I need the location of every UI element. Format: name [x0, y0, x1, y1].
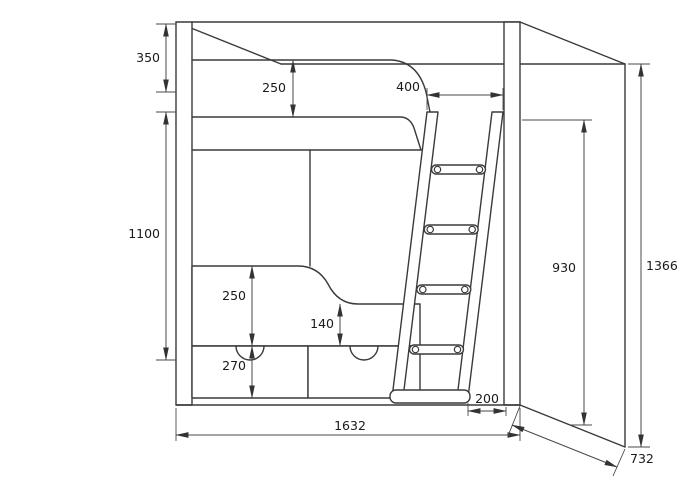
dim-lower-guard-height: 140: [310, 303, 343, 347]
dim-upper-section-height: 1100: [128, 111, 176, 361]
upper-guard-rail-top-edge: [191, 59, 431, 113]
dim-label-upper-rail-height: 250: [262, 80, 286, 95]
upper-guard-rail-bottom-edge: [191, 116, 422, 151]
rung-screw: [468, 225, 477, 234]
dim-label-lower-guard-height: 140: [310, 316, 334, 331]
drawer-front-left: [191, 345, 309, 399]
bed-structure: [175, 21, 626, 448]
top-depth-edge-left: [175, 21, 282, 65]
dim-total-height: 1366: [628, 63, 678, 448]
dim-upper-rail-height: 250: [262, 59, 296, 118]
dim-label-ladder-foot-offset: 200: [475, 391, 499, 406]
bottom-depth-edge-right: [519, 404, 626, 448]
left-side-panel: [175, 21, 193, 406]
ladder: [389, 111, 504, 404]
dim-ladder-width: 400: [396, 79, 504, 110]
ladder-rung-2: [423, 224, 479, 235]
drawer-left-front-panel: [191, 345, 309, 399]
ladder-right-rail: [456, 111, 504, 399]
dim-drawer-height: 270: [222, 345, 255, 399]
rung-screw: [475, 165, 484, 174]
ladder-rung-3: [416, 284, 472, 295]
dim-label-lower-rail-height: 250: [222, 288, 246, 303]
dim-ladder-foot-offset: 200: [467, 391, 507, 416]
dim-label-total-depth: 732: [630, 451, 654, 466]
drawer-right-handle-notch: [349, 345, 379, 361]
dim-label-total-width: 1632: [334, 418, 366, 433]
rung-screw: [411, 345, 420, 354]
rung-screw: [418, 285, 427, 294]
dim-right-side-height: 930: [522, 119, 592, 426]
dim-label-ladder-width: 400: [396, 79, 420, 94]
rung-screw: [426, 225, 435, 234]
top-depth-edge-right: [519, 21, 626, 65]
dim-label-right-side-height: 930: [552, 260, 576, 275]
dim-label-drawer-height: 270: [222, 358, 246, 373]
right-side-panel: [503, 21, 521, 406]
dim-label-upper-section-height: 1100: [128, 226, 160, 241]
dim-label-total-height: 1366: [646, 258, 678, 273]
rung-screw: [460, 285, 469, 294]
rung-screw: [453, 345, 462, 354]
ladder-rung-4: [408, 344, 465, 355]
dim-label-headboard-top: 350: [136, 50, 160, 65]
ladder-rung-1: [430, 164, 487, 175]
lower-guard-rail: [191, 265, 421, 347]
dim-lower-rail-height: 250: [222, 265, 255, 347]
dim-total-width: 1632: [175, 408, 521, 441]
rung-screw: [433, 165, 442, 174]
dim-total-depth: 732: [507, 405, 654, 477]
ladder-foot-pad: [389, 389, 471, 404]
dim-headboard-top: 350: [136, 23, 176, 93]
